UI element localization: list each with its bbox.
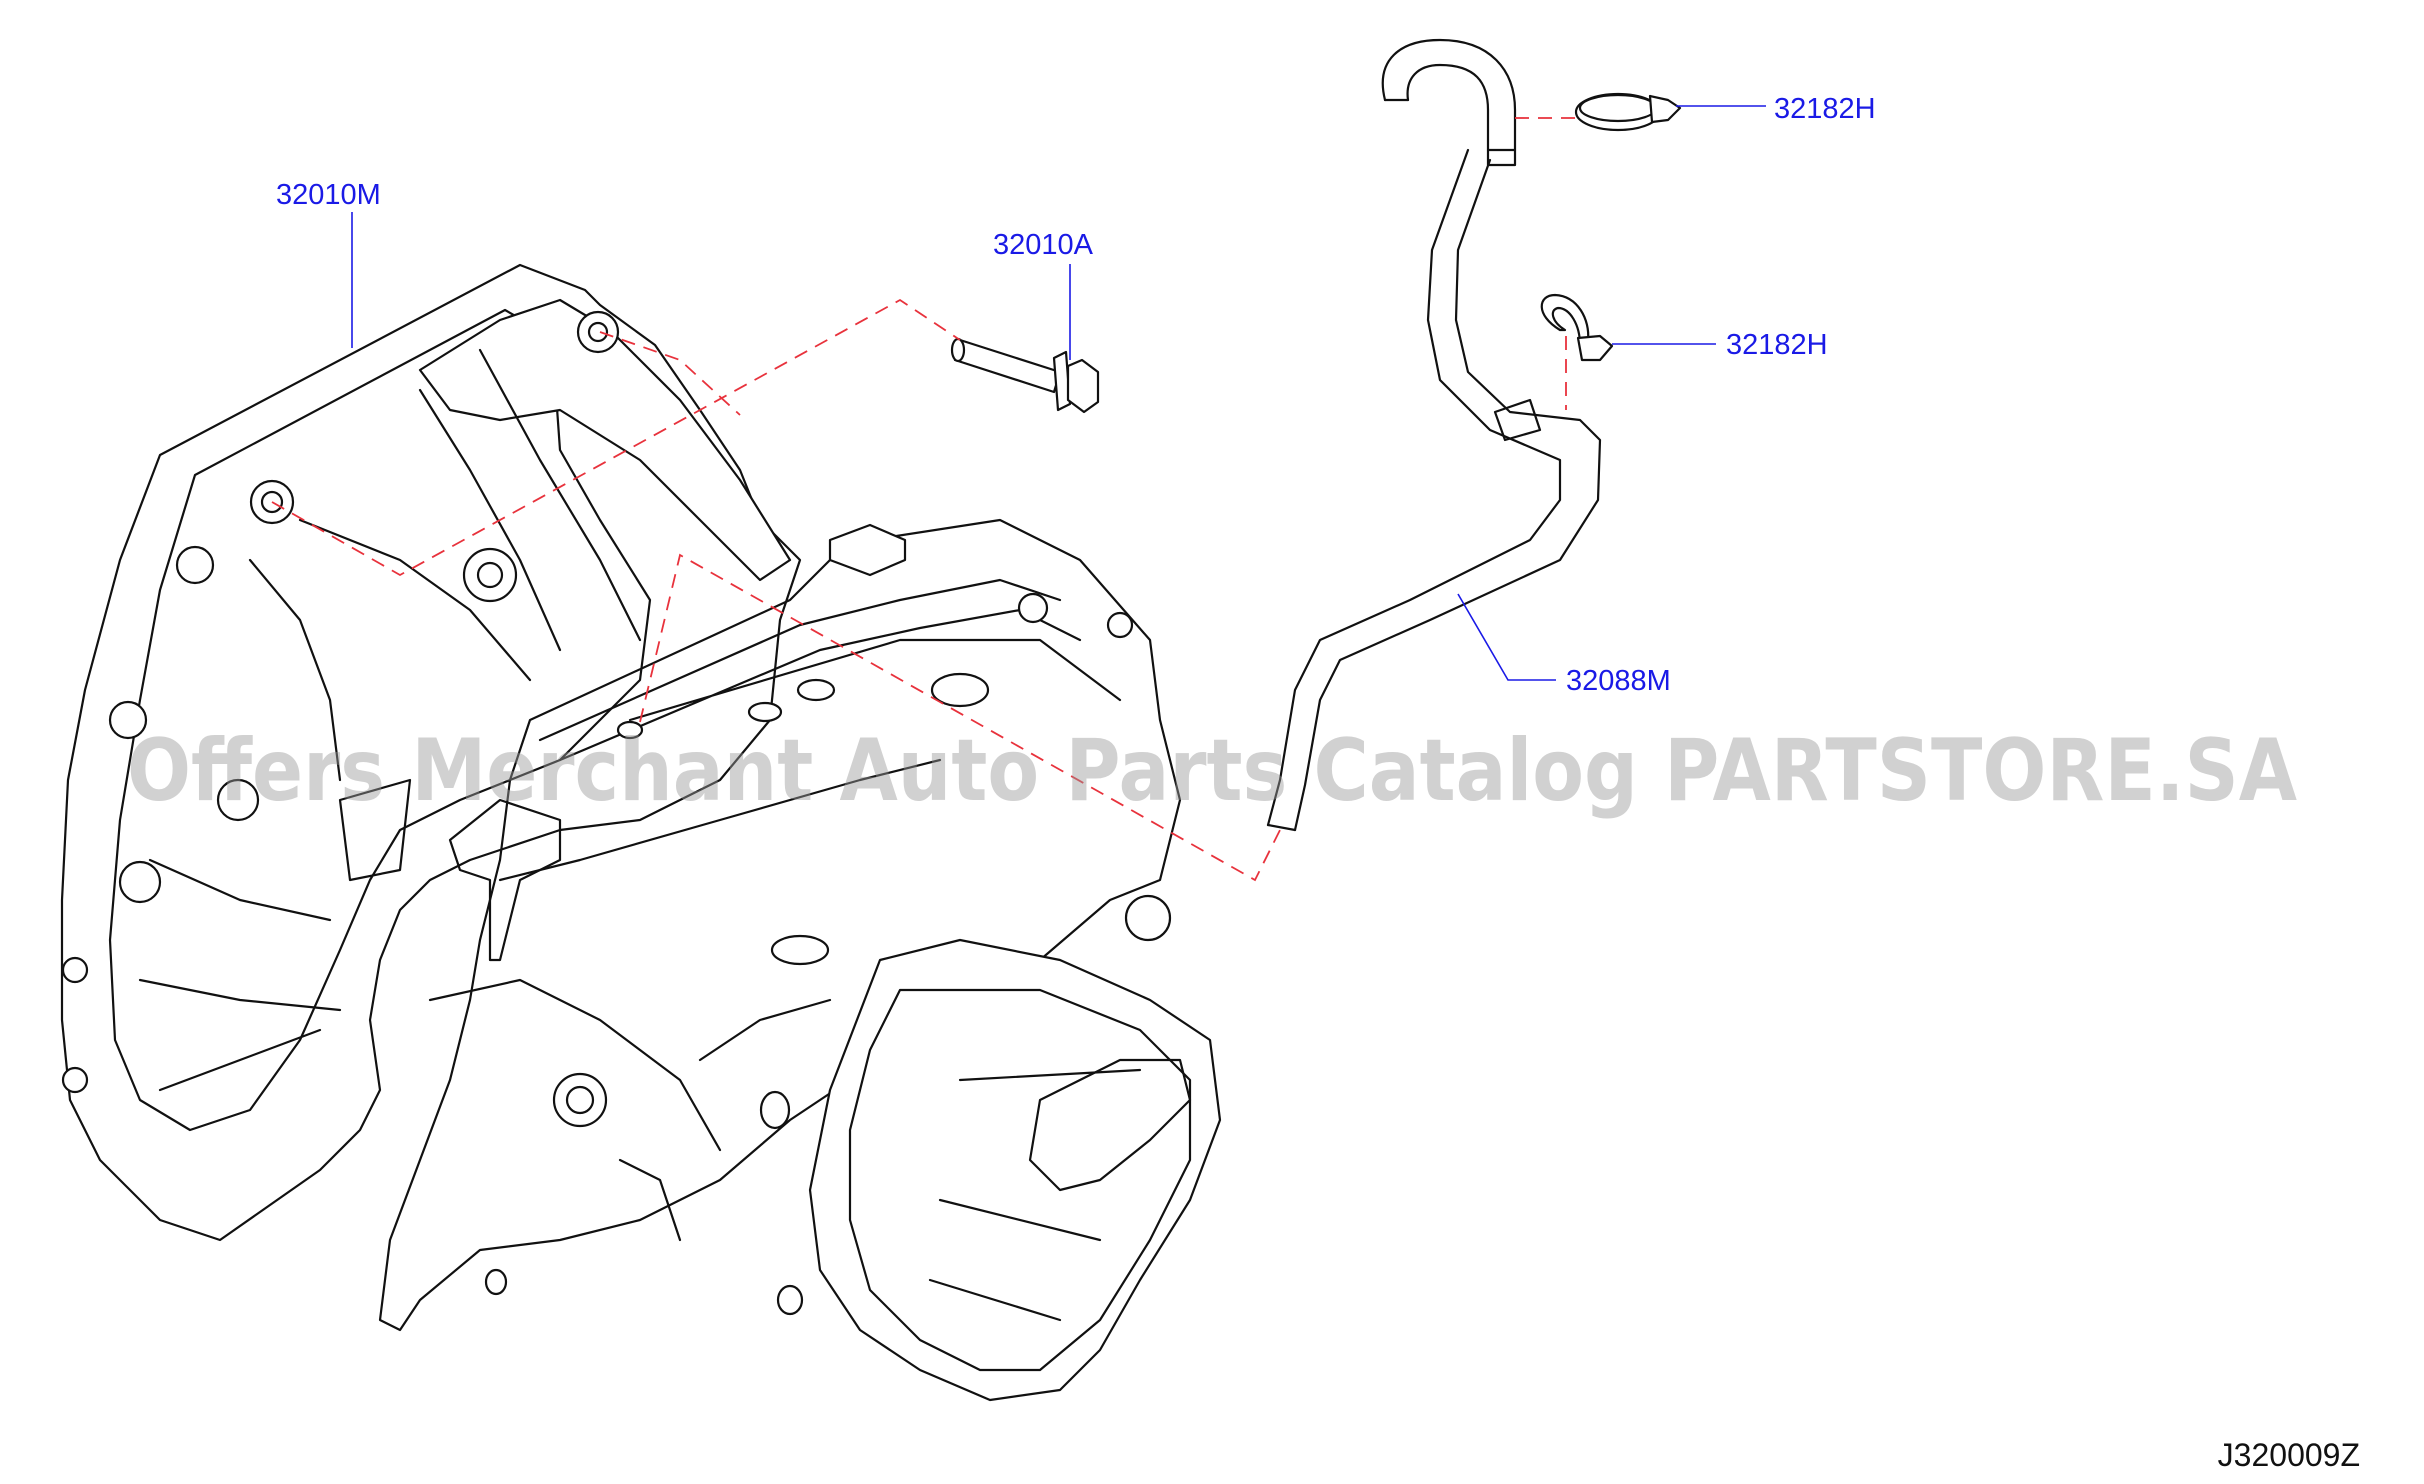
case-top-ridge: [498, 578, 1122, 882]
housing-boss-8: [61, 956, 89, 984]
housing-boss-2-hole: [260, 490, 284, 514]
guide-boss-1: [599, 331, 741, 416]
housing-boss-7: [118, 860, 162, 904]
clip-upper-32182h: [1574, 92, 1682, 132]
label-32088m[interactable]: 32088M: [1566, 665, 1671, 697]
bolt-32010a: [950, 337, 1100, 414]
upper-mounting-lug: [418, 298, 792, 582]
bolt-head: [1066, 358, 1100, 414]
breather-nipple: [616, 720, 644, 740]
diagram-reference-code: J320009Z: [2218, 1437, 2360, 1473]
bolt-shank: [953, 338, 1062, 394]
case-boss-f: [552, 1072, 608, 1128]
hose-sleeve-lower: [1493, 398, 1542, 442]
assembly-guide-lines: [271, 117, 1576, 882]
hose-body-right: [1293, 158, 1602, 832]
guide-hose-lower: [639, 553, 1281, 882]
housing-boss-3-hole: [476, 561, 504, 589]
housing-boss-1: [576, 310, 620, 354]
transaxle-assembly: [60, 263, 1222, 1402]
clip-upper-tab: [1648, 94, 1682, 124]
housing-window: [338, 778, 412, 882]
case-boss-g: [759, 1090, 791, 1130]
clip-lower-tab: [1576, 334, 1614, 362]
case-top-port-2: [747, 701, 783, 723]
label-32010m[interactable]: 32010M: [276, 179, 381, 211]
case-top-boss-1: [828, 523, 907, 577]
label-32182h-upper[interactable]: 32182H: [1774, 93, 1876, 125]
breather-hose-32088m: [1266, 38, 1602, 832]
case-boss-i: [484, 1268, 508, 1296]
leader-lines: [351, 105, 1766, 681]
hose-sleeve-upper: [1486, 148, 1517, 167]
housing-boss-3: [462, 547, 518, 603]
clip-lower-32182h: [1540, 293, 1614, 362]
case-boss-h: [776, 1284, 804, 1316]
housing-boss-4: [175, 545, 215, 585]
bolt-tip: [950, 337, 966, 363]
housing-boss-1-hole: [587, 321, 609, 343]
bell-housing-flange: [108, 308, 652, 1132]
shift-bracket: [448, 798, 562, 962]
case-lower-details: [428, 978, 832, 1242]
housing-ribs: [138, 348, 642, 1092]
case-boss-d: [1124, 894, 1172, 942]
end-cover-rim: [848, 988, 1192, 1372]
case-boss-b: [1106, 611, 1134, 639]
case-boss-e: [770, 934, 830, 966]
housing-boss-5: [108, 700, 148, 740]
leader-32088m: [1457, 593, 1556, 681]
end-cover: [808, 938, 1222, 1402]
housing-boss-6: [216, 778, 260, 822]
transmission-case: [378, 518, 1182, 1332]
guide-bolt: [271, 298, 961, 577]
hose-upper-hook: [1381, 38, 1517, 152]
hose-body-left: [1266, 148, 1562, 827]
case-boss-f-hole: [565, 1085, 595, 1115]
bell-housing-outline: [60, 263, 802, 1242]
watermark-text: Offers Merchant Auto Parts Catalog PARTS…: [127, 721, 2297, 821]
hose-upper-hook-inner: [1406, 63, 1490, 152]
bolt-flange: [1052, 350, 1072, 412]
case-boss-a: [1017, 592, 1049, 624]
case-top-port-1: [796, 678, 836, 702]
label-32182h-lower[interactable]: 32182H: [1726, 329, 1828, 361]
end-cover-ribs: [928, 1068, 1142, 1322]
label-32010a[interactable]: 32010A: [993, 229, 1094, 261]
case-boss-c: [930, 672, 990, 708]
end-cover-recess: [1028, 1058, 1192, 1192]
hose-lower-end: [1266, 823, 1297, 832]
housing-boss-9: [61, 1066, 89, 1094]
